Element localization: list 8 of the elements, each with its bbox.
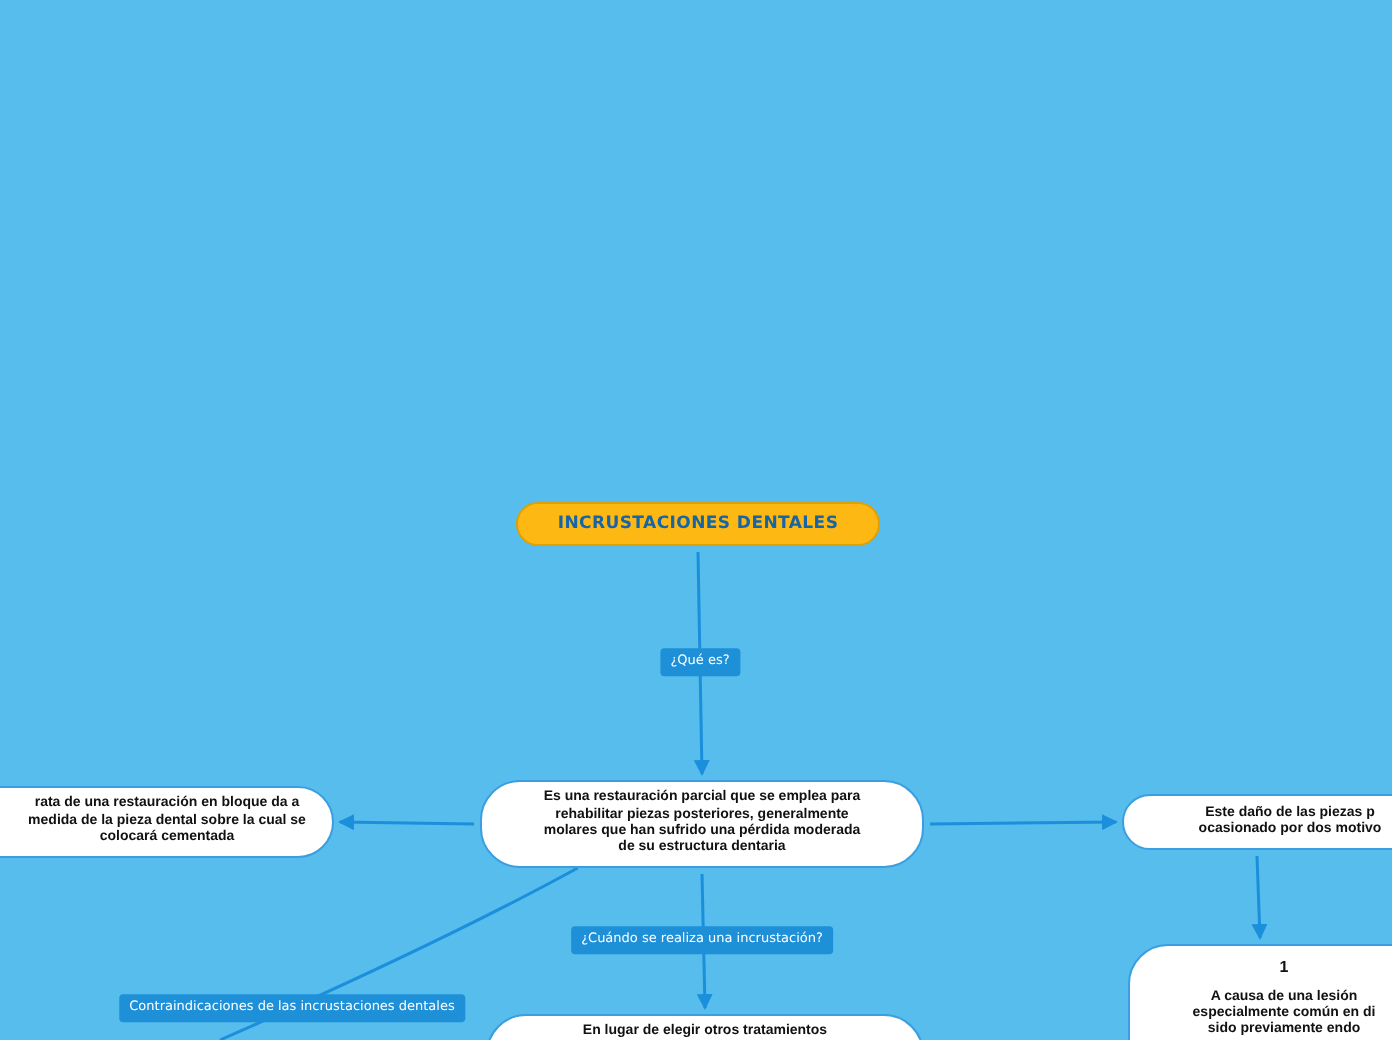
topic-box	[516, 502, 880, 546]
connector-arrow	[1251, 855, 1268, 940]
topic-box	[480, 780, 924, 868]
topic-heading: 1	[1277, 958, 1291, 978]
connector-arrow	[338, 814, 475, 831]
topic-text: INCRUSTACIONES DENTALES	[555, 513, 841, 535]
connector-arrow	[930, 814, 1118, 831]
topic-box	[0, 786, 334, 858]
